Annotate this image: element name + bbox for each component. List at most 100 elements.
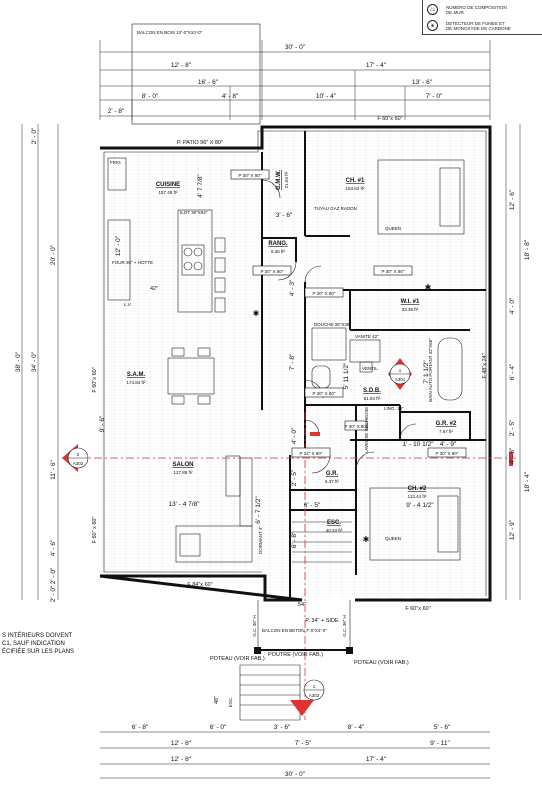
label-gmw-dim: 3' - 6" — [276, 212, 293, 219]
label-laveuse: LAVEUSE SECHEUSE — [364, 407, 369, 453]
window-f60-bottom: F 60"x 60" — [405, 606, 430, 612]
room-area-ch2: 113.44 ft² — [408, 494, 427, 499]
room-name-ch1: CH. #1 — [346, 178, 365, 184]
section-tag-a302-left: 2 A302 — [62, 444, 89, 472]
label-bain: BAIN AUTO PORTANT 32"X66" — [428, 338, 433, 402]
dim-left-low-b: 2' - 0" — [50, 567, 57, 584]
dim-left-low-a: 4' - 6" — [50, 539, 57, 556]
label-vanite: VANITE 42" — [355, 334, 379, 339]
label-frig: FRIG — [110, 160, 121, 165]
label-ilot: ILOT 36"X84" — [180, 210, 208, 215]
dim-bot-seg-d: 8' - 4" — [348, 724, 365, 731]
room-area-gmw: 21.04 ft² — [284, 171, 289, 188]
smoke-detector-icon: ✱ — [363, 535, 370, 544]
section-tag-sheet: A302 — [73, 461, 84, 466]
label-lingerie: LING. 18" — [384, 406, 404, 411]
dim-bot-left: 12' - 8" — [171, 756, 192, 763]
fridge — [107, 157, 127, 191]
dim-top-seg-b: 4' - 8" — [222, 93, 239, 100]
label-poteau-2: POTEAU (VOIR FAB.) — [354, 660, 409, 666]
label-esc-dim-3: 6' - 5" — [304, 502, 321, 509]
counter-left — [107, 219, 131, 301]
window-patio: P. PATIO 96" X 80" — [177, 140, 223, 146]
dim-top-mid-left: 16' - 6" — [198, 79, 219, 86]
dim-left-low-c: 2' - 0" — [50, 585, 57, 602]
dim-right-b: 4' - 0" — [509, 297, 516, 314]
label-kitchen-dim-2: 4' 7 7/8" — [197, 174, 204, 198]
label-right-dim-3: 5' 11 1/2" — [343, 362, 350, 389]
room-name-wi1: W.I. #1 — [401, 299, 420, 305]
label-gc-2: G.C. 36" H — [342, 615, 347, 637]
dim-bot-seg-a: 6' - 8" — [132, 724, 149, 731]
bathroom-fixtures — [311, 327, 463, 401]
dim-top-seg-a: 8' - 0" — [142, 93, 159, 100]
section-tag-a302-bottom: 1 A302 — [290, 679, 325, 716]
dim-bot-mid-center: 7' - 5" — [295, 740, 312, 747]
room-area-esc: 40.33 ft² — [326, 528, 343, 533]
label-queen-1: QUEEN — [385, 226, 401, 231]
room-area-salon: 127.89 ft² — [173, 470, 193, 475]
room-name-ch2: CH. #2 — [408, 486, 427, 492]
section-tag-sheet: A301 — [395, 377, 406, 382]
window-f60-left: F 60"x 60" — [92, 367, 98, 392]
label-salon-dim-3: 6' - 7 1/2" — [255, 496, 262, 524]
room-area-ch1: 153.63 ft² — [345, 186, 365, 191]
dim-top-small: 2' - 8" — [108, 108, 125, 115]
label-right-dim-4: 7' 1 1/2" — [423, 360, 430, 384]
dim-right-e: 4' - 8" — [509, 447, 516, 464]
bathtub — [437, 337, 463, 401]
door-tag: P 30" X 80" — [345, 424, 368, 429]
stairs — [292, 521, 352, 563]
door-tag: P 30" X 80" — [313, 291, 336, 296]
dim-top-right: 17' - 4" — [366, 62, 387, 69]
label-ch2-dim: 9' - 4 1/2" — [406, 502, 434, 509]
room-name-sam: S.A.M. — [127, 372, 146, 378]
note-line: S INTÉRIEURS DOIVENT — [2, 633, 73, 639]
label-tuyau-gaz: TUYAU GAZ RADON — [314, 206, 357, 211]
kitchen-counters — [107, 157, 226, 313]
window-f60-left2: F 60" x 60" — [92, 517, 98, 544]
room-name-salon: SALON — [173, 462, 194, 468]
living-sofa — [175, 455, 253, 563]
note-line: C1, SAUF INDICATION — [2, 641, 65, 647]
door-tag: P 30" X 80" — [382, 269, 405, 274]
dim-top-left: 12' - 8" — [171, 62, 192, 69]
room-name-esc: ESC. — [327, 520, 341, 526]
dim-bot-seg-e: 5' - 6" — [434, 724, 451, 731]
section-tag-num: 1 — [399, 368, 402, 373]
sink — [181, 244, 205, 276]
dim-bot-mid-right: 9' - 11" — [430, 740, 450, 747]
plan-note: S INTÉRIEURS DOIVENT C1, SAUF INDICATION… — [2, 632, 88, 656]
label-lv: L.V. — [124, 302, 132, 307]
wall-composition-icon: C1 — [427, 4, 438, 15]
room-area-gr2: 7.67 ft² — [439, 429, 454, 434]
shower — [311, 327, 347, 361]
dim-bot-mid-left: 12' - 8" — [171, 740, 192, 747]
label-right-dim-1: 4' - 3" — [289, 279, 296, 296]
kitchen-island — [177, 209, 213, 313]
label-ventil: VENTIL — [362, 366, 378, 371]
dim-bot-right: 17' - 4" — [366, 756, 387, 763]
label-kitchen-dim-1: 12' - 0" — [115, 235, 122, 256]
label-dormant: DORMANT 4" — [258, 526, 263, 554]
room-area-sam: 174.84 ft² — [126, 380, 146, 385]
section-tag-num: 2 — [77, 452, 80, 457]
room-area-sdb: 51.94 ft² — [364, 396, 381, 401]
room-name-gr2: G.R. #2 — [436, 421, 457, 427]
dim-left-upper: 20' - 0" — [50, 244, 57, 265]
exterior-walls — [99, 125, 492, 602]
section-tag-sheet: A302 — [309, 693, 320, 698]
door-tag: P 30" X 80" — [436, 451, 459, 456]
dim-bot-seg-b: 6' - 0" — [210, 724, 227, 731]
label-poteau-1: POTEAU (VOIR FAB.) — [210, 656, 265, 662]
dim-bot-seg-c: 3' - 6" — [274, 724, 291, 731]
smoke-detector-icon: ✱ — [425, 283, 432, 292]
dim-right-f: 12' - 9" — [509, 519, 516, 540]
dim-left-lower: 11' - 6" — [50, 459, 57, 479]
dining-table — [167, 347, 215, 405]
balcon-note: BALCON EN BOIS 10'-0"X10'-0" — [137, 30, 203, 35]
floor-hatch — [100, 130, 488, 598]
label-right-dim-2: 7' - 8" — [289, 353, 296, 370]
smoke-detector-icon: ✱ — [427, 20, 438, 31]
bed-1 — [377, 159, 465, 235]
